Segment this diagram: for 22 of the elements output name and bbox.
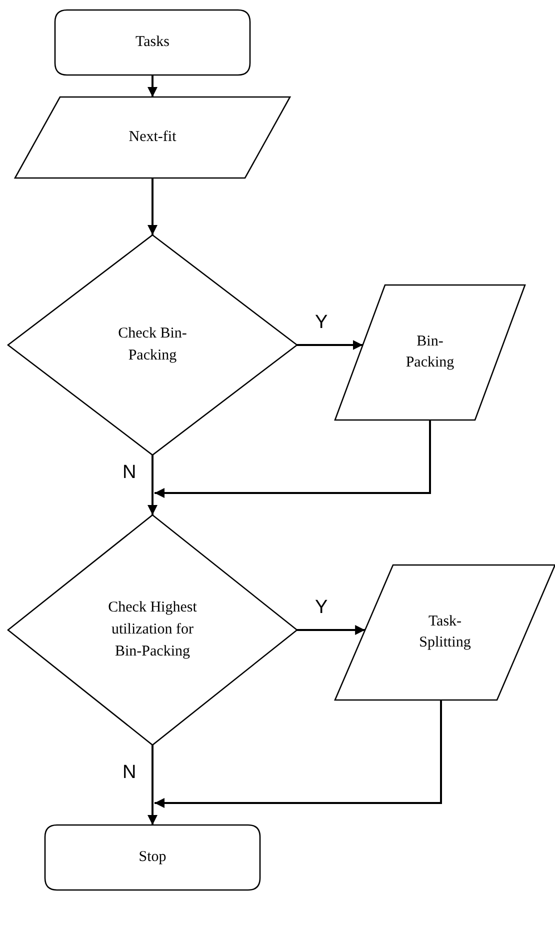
arrow (297, 340, 363, 350)
arrow (148, 178, 158, 235)
node-label: Tasks (134, 32, 170, 52)
decision-diamond (8, 235, 297, 455)
arrow (154, 420, 431, 498)
io-parallelogram (335, 285, 525, 420)
arrow (148, 75, 158, 97)
node-label: Check Highest utilization for Bin-Packing (107, 598, 198, 661)
terminal-box (45, 825, 260, 890)
arrow (148, 745, 158, 825)
io-parallelogram (15, 97, 290, 178)
arrow (297, 625, 366, 635)
node-label: Check Bin-Packing (117, 324, 188, 365)
io-parallelogram (335, 565, 555, 700)
decision-diamond (8, 515, 297, 745)
terminal-box (55, 10, 250, 75)
node-label: Bin-Packing (404, 332, 456, 372)
arrow (154, 700, 442, 808)
node-label: Task-Splitting (418, 612, 472, 652)
node-label: Stop (138, 848, 168, 867)
arrow (148, 455, 158, 515)
node-label: Next-fit (128, 128, 178, 147)
